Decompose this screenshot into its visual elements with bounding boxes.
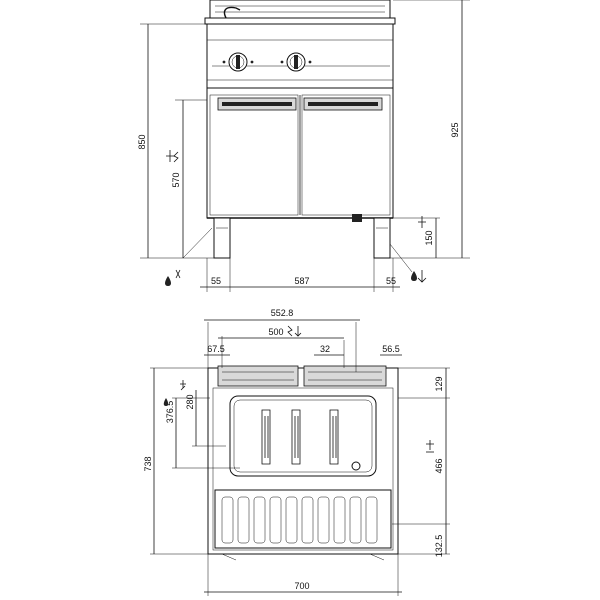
leg-left bbox=[213, 217, 231, 259]
flue-left bbox=[217, 365, 299, 387]
worktop-edge bbox=[204, 17, 396, 25]
control-knob-right bbox=[280, 52, 312, 72]
dim-left-offset: 67.5 bbox=[207, 344, 225, 354]
heating-element-1 bbox=[261, 409, 271, 465]
leg-right bbox=[373, 217, 391, 259]
dim-leg-height: 150 bbox=[424, 230, 434, 245]
dim-drain-height: 570 bbox=[171, 172, 181, 187]
dim-width-total: 700 bbox=[294, 581, 309, 591]
flue-right bbox=[303, 365, 387, 387]
front-grid-slots bbox=[221, 496, 378, 544]
dim-left-depth-1: 376.5 bbox=[165, 401, 175, 424]
fryer-tank bbox=[229, 395, 377, 477]
control-knob-left bbox=[222, 52, 254, 72]
electric-icon-front bbox=[166, 150, 179, 163]
dim-left-depth-2: 280 bbox=[185, 394, 195, 409]
electric-icon-leg bbox=[418, 216, 426, 228]
dim-width-body: 587 bbox=[294, 276, 309, 286]
dim-right-bottom: 132.5 bbox=[434, 535, 444, 558]
water-drop-icon-top bbox=[163, 380, 186, 406]
water-drop-icon bbox=[165, 276, 171, 286]
dim-height-total: 925 bbox=[450, 122, 460, 137]
dim-depth-total: 738 bbox=[143, 456, 153, 471]
front-view: 925 850 570 150 55 587 55 bbox=[137, 0, 470, 292]
flue-grille bbox=[222, 371, 382, 381]
top-view: 552.8 500 67.5 32 56.5 738 376.5 280 bbox=[143, 308, 450, 596]
drain-arrow-icon bbox=[175, 269, 181, 279]
dim-side-right: 55 bbox=[386, 276, 396, 286]
front-grid bbox=[214, 489, 392, 549]
dim-right-top: 129 bbox=[434, 376, 444, 391]
cabinet-door-left bbox=[209, 94, 299, 216]
dim-gap: 32 bbox=[320, 344, 330, 354]
dim-right-offset: 56.5 bbox=[382, 344, 400, 354]
oil-pipe bbox=[223, 6, 241, 19]
electric-icon-top bbox=[287, 325, 302, 337]
drain-valve bbox=[351, 461, 361, 471]
electric-icon-right bbox=[426, 440, 434, 453]
dim-inlet-span: 500 bbox=[268, 327, 283, 337]
cabinet-door-right bbox=[301, 94, 391, 216]
dim-side-left: 55 bbox=[211, 276, 221, 286]
heating-element-2 bbox=[291, 409, 301, 465]
dim-overall-top: 552.8 bbox=[271, 308, 294, 318]
heating-element-3 bbox=[329, 409, 339, 465]
dim-height-worktop: 850 bbox=[137, 134, 147, 149]
water-drop-icon-right bbox=[411, 270, 427, 283]
dim-right-mid: 466 bbox=[434, 458, 444, 473]
